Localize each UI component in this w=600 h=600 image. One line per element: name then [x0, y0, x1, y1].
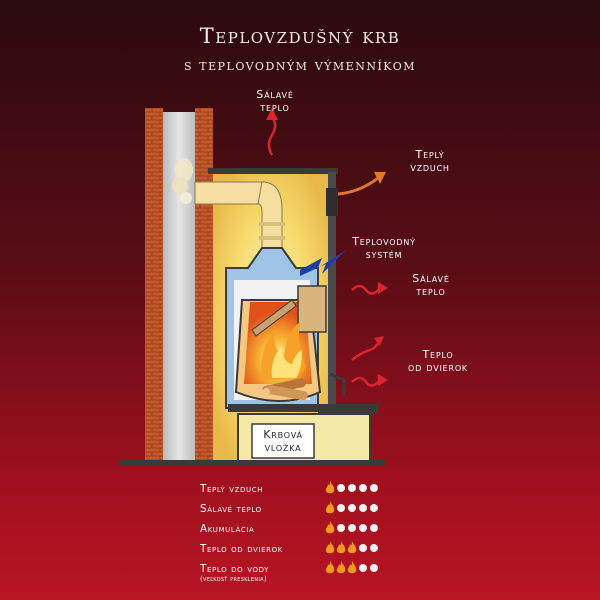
radiant-top-arrow — [267, 116, 277, 156]
legend-row: Teplý vzduch — [200, 480, 420, 500]
top-cover — [208, 168, 338, 174]
empty-dot-icon — [337, 524, 345, 532]
empty-dot-icon — [348, 524, 356, 532]
rating-indicator — [325, 520, 380, 536]
flame-icon — [325, 541, 335, 554]
air-grille — [326, 188, 338, 216]
empty-dot-icon — [359, 484, 367, 492]
empty-dot-icon — [359, 524, 367, 532]
legend-label: Teplý vzduch — [200, 483, 264, 495]
empty-dot-icon — [348, 504, 356, 512]
empty-dot-icon — [370, 564, 378, 572]
empty-dot-icon — [359, 504, 367, 512]
warm-air-arrow — [337, 176, 379, 196]
fireplace-illustration — [120, 108, 388, 465]
label-water-system: Teplovodný systém — [352, 235, 416, 261]
flames — [261, 322, 306, 380]
flame-icon — [325, 521, 335, 534]
insert-base — [228, 404, 328, 412]
flame-icon — [325, 561, 335, 574]
rating-indicator — [325, 560, 380, 576]
legend-label: Teplo od dvierok — [200, 543, 283, 555]
baffle-plate — [251, 299, 297, 337]
chimney-brick-wall-right — [195, 108, 213, 464]
water-system-arrow — [300, 250, 346, 276]
door-heat-arrow-upper — [351, 339, 382, 361]
flame-icon — [336, 541, 346, 554]
housing-right-wall — [328, 172, 336, 412]
flame-icon — [325, 481, 335, 494]
hearth-shelf — [318, 404, 378, 414]
empty-dot-icon — [348, 484, 356, 492]
door-heat-arrow-lower — [351, 376, 381, 387]
legend-row: Akumulácia — [200, 520, 420, 540]
flue-pipe — [194, 181, 285, 249]
empty-dot-icon — [370, 484, 378, 492]
legend-label: Sálavé teplo — [200, 503, 262, 515]
page-title: Teplovzdušný krb — [199, 24, 401, 48]
label-radiant-top: Sálavé teplo — [256, 88, 294, 114]
legend-note: (veľkosť presklenia) — [200, 575, 267, 583]
label-door-heat: Teplo od dvierok — [408, 348, 468, 374]
rating-indicator — [325, 540, 380, 556]
chimney-brick-wall-left — [145, 108, 163, 464]
empty-dot-icon — [359, 564, 367, 572]
rating-indicator — [325, 500, 380, 516]
empty-dot-icon — [370, 504, 378, 512]
label-radiant-side: Sálavé teplo — [412, 272, 450, 298]
legend-label: Teplo do vody — [200, 563, 270, 575]
door-frame — [297, 285, 327, 333]
flame-icon — [347, 561, 357, 574]
empty-dot-icon — [370, 544, 378, 552]
rating-indicator — [325, 480, 380, 496]
flame-icon — [325, 501, 335, 514]
door-handle — [329, 372, 346, 396]
empty-dot-icon — [370, 524, 378, 532]
radiant-side-arrow — [351, 284, 381, 295]
legend-row: Teplo od dvierok — [200, 540, 420, 560]
empty-dot-icon — [337, 484, 345, 492]
label-insert: Krbová vložka — [263, 428, 303, 454]
empty-dot-icon — [359, 544, 367, 552]
flame-icon — [336, 561, 346, 574]
legend-row: Sálavé teplo — [200, 500, 420, 520]
floor-line — [120, 460, 385, 465]
empty-dot-icon — [337, 504, 345, 512]
smoke — [172, 158, 193, 204]
page-subtitle: s teplovodným výmenníkom — [183, 56, 416, 74]
flame-icon — [347, 541, 357, 554]
legend-label: Akumulácia — [200, 523, 255, 535]
insert-label-box — [251, 423, 315, 459]
legend-row: Teplo do vody(veľkosť presklenia) — [200, 560, 420, 584]
label-warm-air: Teplý vzduch — [410, 148, 450, 174]
logs — [262, 378, 308, 401]
